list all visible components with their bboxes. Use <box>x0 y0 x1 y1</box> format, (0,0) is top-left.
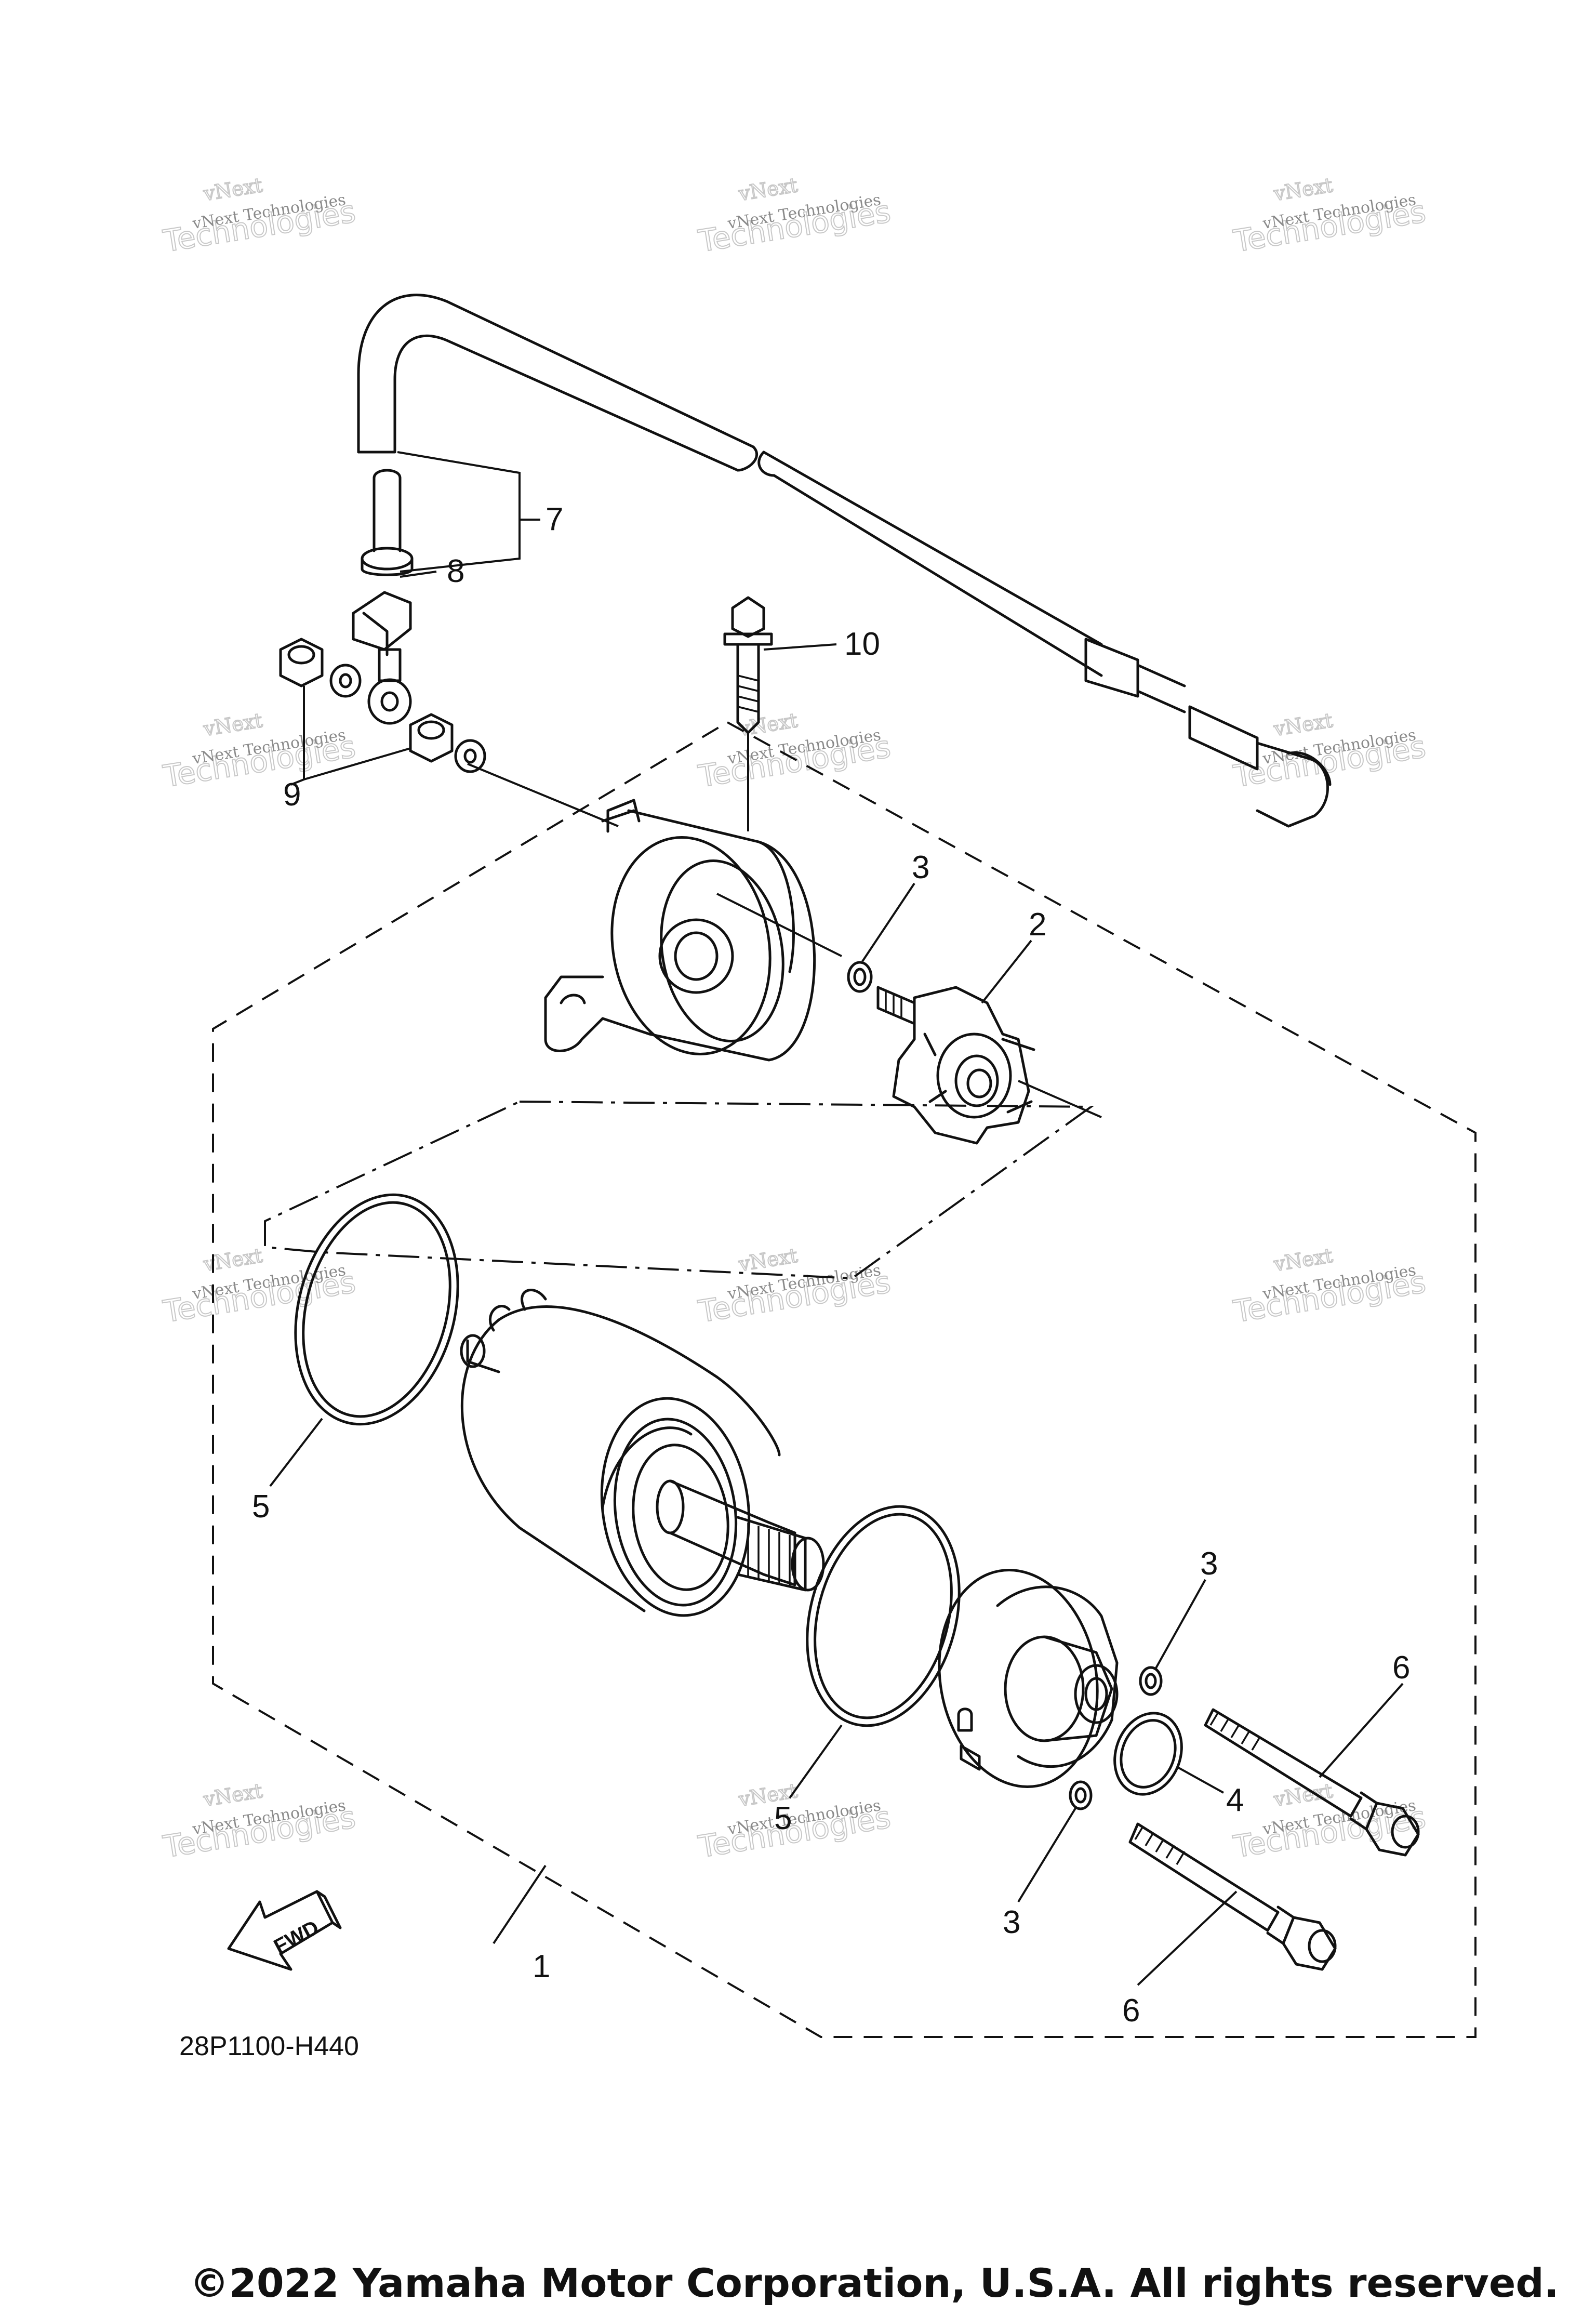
watermark: vNext Technologies vNext Technologies <box>1230 1243 1429 1330</box>
nut-upper[interactable] <box>279 638 324 687</box>
watermark: vNext Technologies vNext Technologies <box>1230 173 1429 259</box>
callout-9: 9 <box>283 777 301 813</box>
starter-motor-yoke[interactable] <box>460 1289 781 1625</box>
armature-shaft[interactable] <box>656 1479 825 1592</box>
alignment-chain-line <box>264 1101 1095 1280</box>
watermark: vNext Technologies vNext Technologies <box>695 708 894 795</box>
front-cover[interactable] <box>923 1557 1119 1799</box>
rear-cover[interactable] <box>544 799 816 1067</box>
leader-lines <box>269 451 1404 1986</box>
svg-text:vNext: vNext <box>1272 1244 1334 1276</box>
callout-5-right: 5 <box>774 1801 792 1836</box>
nut-lower[interactable] <box>409 713 454 763</box>
svg-text:vNext: vNext <box>1272 174 1334 205</box>
callout-7: 7 <box>546 501 563 537</box>
copyright: ©2022 Yamaha Motor Corporation, U.S.A. A… <box>190 2260 1559 2306</box>
watermark: vNext Technologies vNext Technologies <box>160 173 358 259</box>
callout-5-left: 5 <box>252 1489 270 1525</box>
through-bolt-upper[interactable] <box>1204 1708 1420 1857</box>
axis-rear-cover <box>467 763 619 827</box>
callout-6-lower: 6 <box>1122 1993 1140 2029</box>
fwd-label: FWD <box>270 1916 323 1958</box>
washer-upper[interactable] <box>329 664 362 698</box>
assembly-boundary <box>212 721 1477 2038</box>
gasket-left[interactable] <box>271 1176 482 1442</box>
watermark: vNext Technologies vNext Technologies <box>160 1779 358 1865</box>
bolt-10[interactable] <box>723 596 773 831</box>
diagram-code: 28P1100-H440 <box>179 2031 359 2061</box>
watermark: vNext Technologies vNext Technologies <box>695 1243 894 1330</box>
svg-text:vNext: vNext <box>202 1779 264 1811</box>
callout-2: 2 <box>1029 907 1046 943</box>
fwd-arrow-icon: FWD <box>227 1890 342 1971</box>
gasket-right[interactable] <box>784 1489 982 1743</box>
svg-text:vNext: vNext <box>737 1244 799 1276</box>
svg-text:vNext: vNext <box>202 174 264 205</box>
callout-8: 8 <box>447 553 464 589</box>
svg-text:vNext: vNext <box>202 709 264 740</box>
o-ring-lower[interactable] <box>1069 1780 1093 1810</box>
axis-rear-cover-2 <box>716 893 842 957</box>
watermark-group: vNext Technologies vNext Technologies vN… <box>160 173 1429 1865</box>
callout-3-upper: 3 <box>912 850 929 885</box>
through-bolt-lower[interactable] <box>1128 1822 1337 1971</box>
callout-10: 10 <box>844 626 880 662</box>
watermark: vNext Technologies vNext Technologies <box>160 708 358 795</box>
starter-cable[interactable] <box>357 294 1332 828</box>
svg-text:vNext: vNext <box>202 1244 264 1276</box>
callout-3-right: 3 <box>1200 1546 1218 1582</box>
svg-text:vNext: vNext <box>737 709 799 740</box>
watermark: vNext Technologies vNext Technologies <box>695 173 894 259</box>
callout-6-upper: 6 <box>1392 1650 1410 1686</box>
axis-brush-holder <box>1018 1080 1102 1118</box>
cable-end-lower[interactable] <box>361 469 414 576</box>
callout-1: 1 <box>533 1949 550 1984</box>
washer-lower[interactable] <box>454 739 486 773</box>
o-ring-right-upper[interactable] <box>1139 1666 1163 1696</box>
o-ring-upper[interactable] <box>847 961 873 993</box>
watermark: vNext Technologies vNext Technologies <box>1230 1779 1429 1865</box>
svg-text:vNext: vNext <box>737 174 799 205</box>
brush-holder[interactable] <box>876 986 1035 1145</box>
svg-text:vNext: vNext <box>1272 1779 1334 1811</box>
watermark: vNext Technologies vNext Technologies <box>160 1243 358 1330</box>
callout-3-lower: 3 <box>1003 1904 1020 1940</box>
svg-text:vNext: vNext <box>1272 709 1334 740</box>
callout-4: 4 <box>1226 1782 1244 1818</box>
o-ring-4[interactable] <box>1103 1704 1192 1804</box>
cable-terminal[interactable] <box>352 591 412 725</box>
